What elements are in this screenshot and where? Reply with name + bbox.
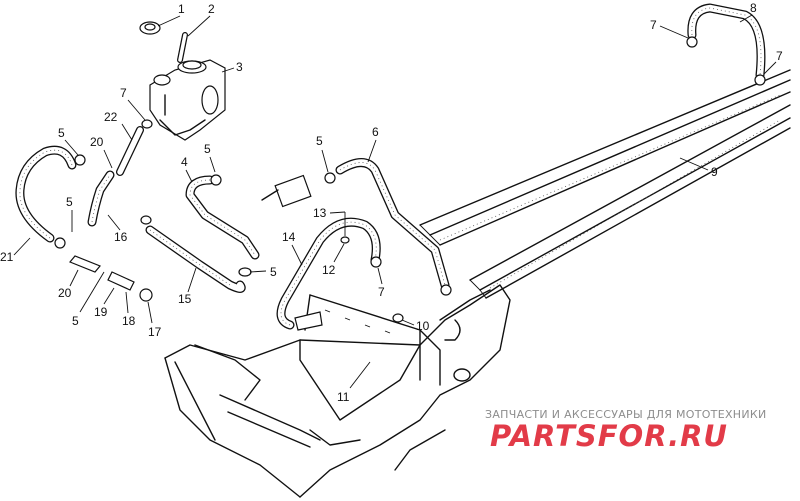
callout-14: 14 xyxy=(282,230,303,266)
callout-5-c: 5 xyxy=(72,271,105,328)
callout-4: 4 xyxy=(181,155,193,183)
heat-exchanger-rails xyxy=(419,69,791,299)
hose-20-upper xyxy=(87,170,115,227)
callout-22: 22 xyxy=(104,110,133,141)
callout-17: 17 xyxy=(147,301,162,339)
callout-18: 18 xyxy=(122,291,136,328)
callout-3: 3 xyxy=(221,60,243,74)
svg-text:17: 17 xyxy=(148,325,162,339)
vent-tube xyxy=(177,32,188,63)
svg-text:18: 18 xyxy=(122,314,136,328)
callout-5-a: 5 xyxy=(58,126,79,156)
callout-6: 6 xyxy=(367,125,379,163)
callout-11: 11 xyxy=(337,361,371,404)
svg-text:6: 6 xyxy=(372,125,379,139)
callout-9: 9 xyxy=(679,157,718,179)
watermark: ЗАПЧАСТИ И АКСЕССУАРЫ ДЛЯ МОТОТЕХНИКИ PA… xyxy=(485,408,767,453)
callout-5-e: 5 xyxy=(249,265,277,279)
callout-1: 1 xyxy=(157,2,185,27)
hose-8 xyxy=(687,3,766,80)
svg-text:20: 20 xyxy=(58,286,72,300)
callout-10: 10 xyxy=(401,319,430,333)
callout-16: 16 xyxy=(107,214,128,244)
svg-text:19: 19 xyxy=(94,305,108,319)
svg-text:8: 8 xyxy=(750,1,757,15)
callout-5-f: 5 xyxy=(316,134,329,173)
svg-text:14: 14 xyxy=(282,230,296,244)
callout-7-right-a: 7 xyxy=(650,18,689,39)
hose-6 xyxy=(335,158,450,290)
svg-text:5: 5 xyxy=(316,134,323,148)
callout-15: 15 xyxy=(178,267,197,306)
svg-text:7: 7 xyxy=(650,18,657,32)
svg-text:5: 5 xyxy=(72,314,79,328)
svg-text:22: 22 xyxy=(104,110,118,124)
svg-text:5: 5 xyxy=(66,195,73,209)
svg-text:3: 3 xyxy=(236,60,243,74)
callout-5-d: 5 xyxy=(204,142,216,173)
callout-13: 13 xyxy=(313,206,346,236)
svg-text:1: 1 xyxy=(178,2,185,16)
coolant-tank xyxy=(149,59,226,141)
svg-text:12: 12 xyxy=(322,263,336,277)
svg-text:9: 9 xyxy=(711,165,718,179)
svg-text:15: 15 xyxy=(178,292,192,306)
svg-text:4: 4 xyxy=(181,155,188,169)
watermark-subtitle: ЗАПЧАСТИ И АКСЕССУАРЫ ДЛЯ МОТОТЕХНИКИ xyxy=(485,408,767,421)
svg-text:7: 7 xyxy=(120,86,127,100)
callout-2: 2 xyxy=(187,2,215,37)
svg-text:16: 16 xyxy=(114,230,128,244)
svg-text:20: 20 xyxy=(90,135,104,149)
callout-8: 8 xyxy=(739,1,757,23)
svg-text:5: 5 xyxy=(204,142,211,156)
callout-5-b: 5 xyxy=(66,195,73,232)
svg-text:13: 13 xyxy=(313,206,327,220)
svg-text:7: 7 xyxy=(378,285,385,299)
callout-19: 19 xyxy=(94,287,115,319)
hose-21 xyxy=(15,145,77,243)
svg-text:2: 2 xyxy=(208,2,215,16)
hose-15 xyxy=(145,225,246,293)
svg-text:10: 10 xyxy=(416,319,430,333)
hose-4 xyxy=(185,175,260,260)
hose-22 xyxy=(116,126,144,176)
callout-21: 21 xyxy=(0,237,31,264)
callout-7-mid: 7 xyxy=(377,267,385,299)
callout-20-upper: 20 xyxy=(90,135,113,169)
svg-text:7: 7 xyxy=(776,49,783,63)
callout-20-lower: 20 xyxy=(58,269,79,300)
svg-text:5: 5 xyxy=(58,126,65,140)
callout-12: 12 xyxy=(322,243,345,277)
hose-14 xyxy=(276,217,381,330)
callout-7-tank: 7 xyxy=(120,86,146,121)
chassis-tunnel xyxy=(164,284,511,498)
watermark-brand: PARTSFOR.RU xyxy=(490,419,728,453)
fittings xyxy=(54,36,766,331)
svg-text:11: 11 xyxy=(337,390,350,404)
svg-text:5: 5 xyxy=(270,265,277,279)
svg-text:21: 21 xyxy=(0,250,14,264)
filler-cap xyxy=(139,21,161,35)
callout-7-right-b: 7 xyxy=(763,49,783,75)
